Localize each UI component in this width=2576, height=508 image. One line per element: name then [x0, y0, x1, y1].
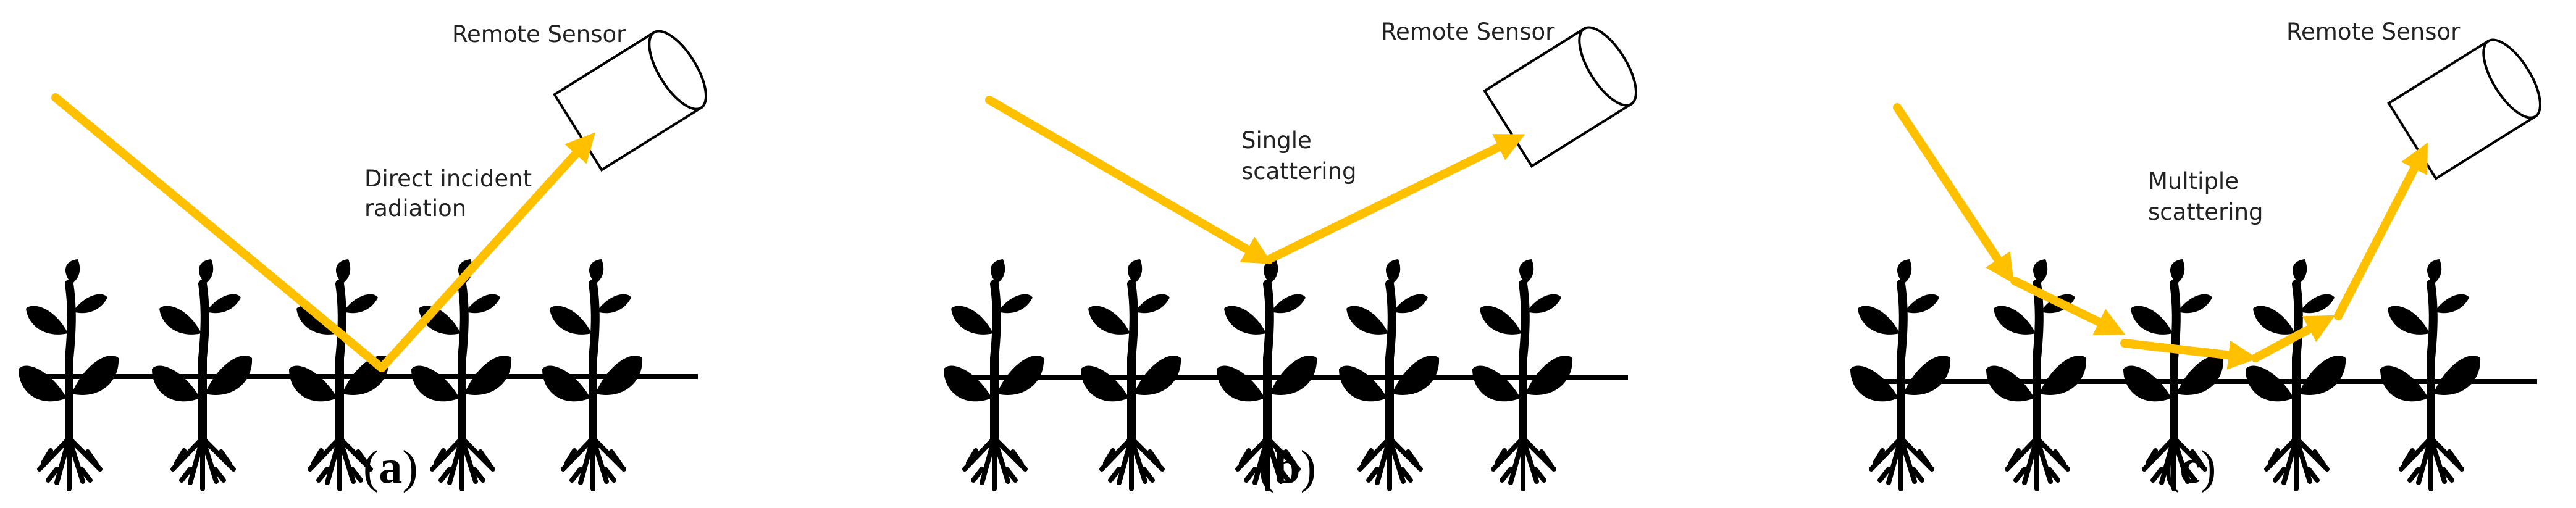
panel-c-annotation: Multiple scattering	[2148, 168, 2263, 225]
panel-a-caption-letter: a	[379, 441, 402, 493]
panel-b-caption-open: (	[1259, 441, 1274, 493]
panel-a-annotation-line-1: Direct incident	[364, 165, 532, 192]
plant-icon	[19, 259, 119, 489]
panel-a-caption: (a)	[363, 441, 418, 493]
plant-icon	[944, 259, 1044, 489]
plant-icon	[411, 259, 511, 489]
panel-b-remote-sensor-icon	[1483, 26, 1637, 169]
panel-a-sensor-label: Remote Sensor	[452, 21, 626, 48]
panel-c-annotation-line-2: scattering	[2148, 199, 2263, 225]
panel-a-annotation: Direct incident radiation	[364, 165, 539, 222]
plant-icon	[542, 259, 642, 489]
panel-b-annotation: Single scattering	[1241, 127, 1357, 185]
plant-icon	[152, 259, 252, 489]
panel-c-remote-sensor-icon	[2387, 38, 2541, 181]
panel-a-reflected-ray-arrow	[377, 132, 595, 372]
panel-a-annotation-line-2: radiation	[364, 195, 466, 222]
panel-c-annotation-line-1: Multiple	[2148, 168, 2239, 194]
panel-b-caption: (b)	[1259, 441, 1316, 493]
panel-b-scattered-ray-arrow	[1265, 134, 1525, 264]
plant-icon	[2246, 259, 2346, 489]
panel-b-caption-close: )	[1301, 441, 1316, 493]
panel-a-caption-open: (	[363, 441, 379, 493]
panel-b: Remote Sensor Single scattering (b)	[944, 19, 1637, 493]
plant-icon	[1339, 259, 1439, 489]
panel-c-caption-letter: c	[2180, 441, 2201, 493]
panel-c: Remote Sensor Multiple scattering (c)	[1850, 19, 2541, 493]
panel-b-sensor-label: Remote Sensor	[1381, 19, 1555, 45]
panel-c-ray-segment-2-arrow	[2010, 277, 2126, 335]
plant-icon	[1472, 259, 1572, 489]
panel-c-ray-segment-3-arrow	[2120, 339, 2258, 370]
panel-c-caption: (c)	[2164, 441, 2216, 493]
panel-c-ray-segment-1-arrow	[1893, 103, 2015, 284]
plant-icon	[1850, 259, 1950, 489]
panel-b-annotation-line-1: Single	[1241, 127, 1312, 154]
panel-c-sensor-label: Remote Sensor	[2286, 19, 2461, 45]
panel-b-incident-ray-arrow	[985, 96, 1273, 264]
panel-c-ray-segment-4-arrow	[2251, 315, 2335, 362]
panel-c-ray-segment-5-arrow	[2334, 142, 2428, 320]
panel-a: Remote Sensor Direct incident radiation …	[19, 21, 707, 493]
panel-a-caption-close: )	[402, 441, 417, 493]
plant-icon	[1081, 259, 1181, 489]
panel-c-caption-close: )	[2201, 441, 2216, 493]
panel-c-caption-open: (	[2164, 441, 2180, 493]
plant-icon	[2380, 259, 2480, 489]
panel-b-annotation-line-2: scattering	[1241, 158, 1357, 185]
panel-b-caption-letter: b	[1274, 441, 1300, 493]
panel-a-incident-ray	[51, 93, 386, 372]
